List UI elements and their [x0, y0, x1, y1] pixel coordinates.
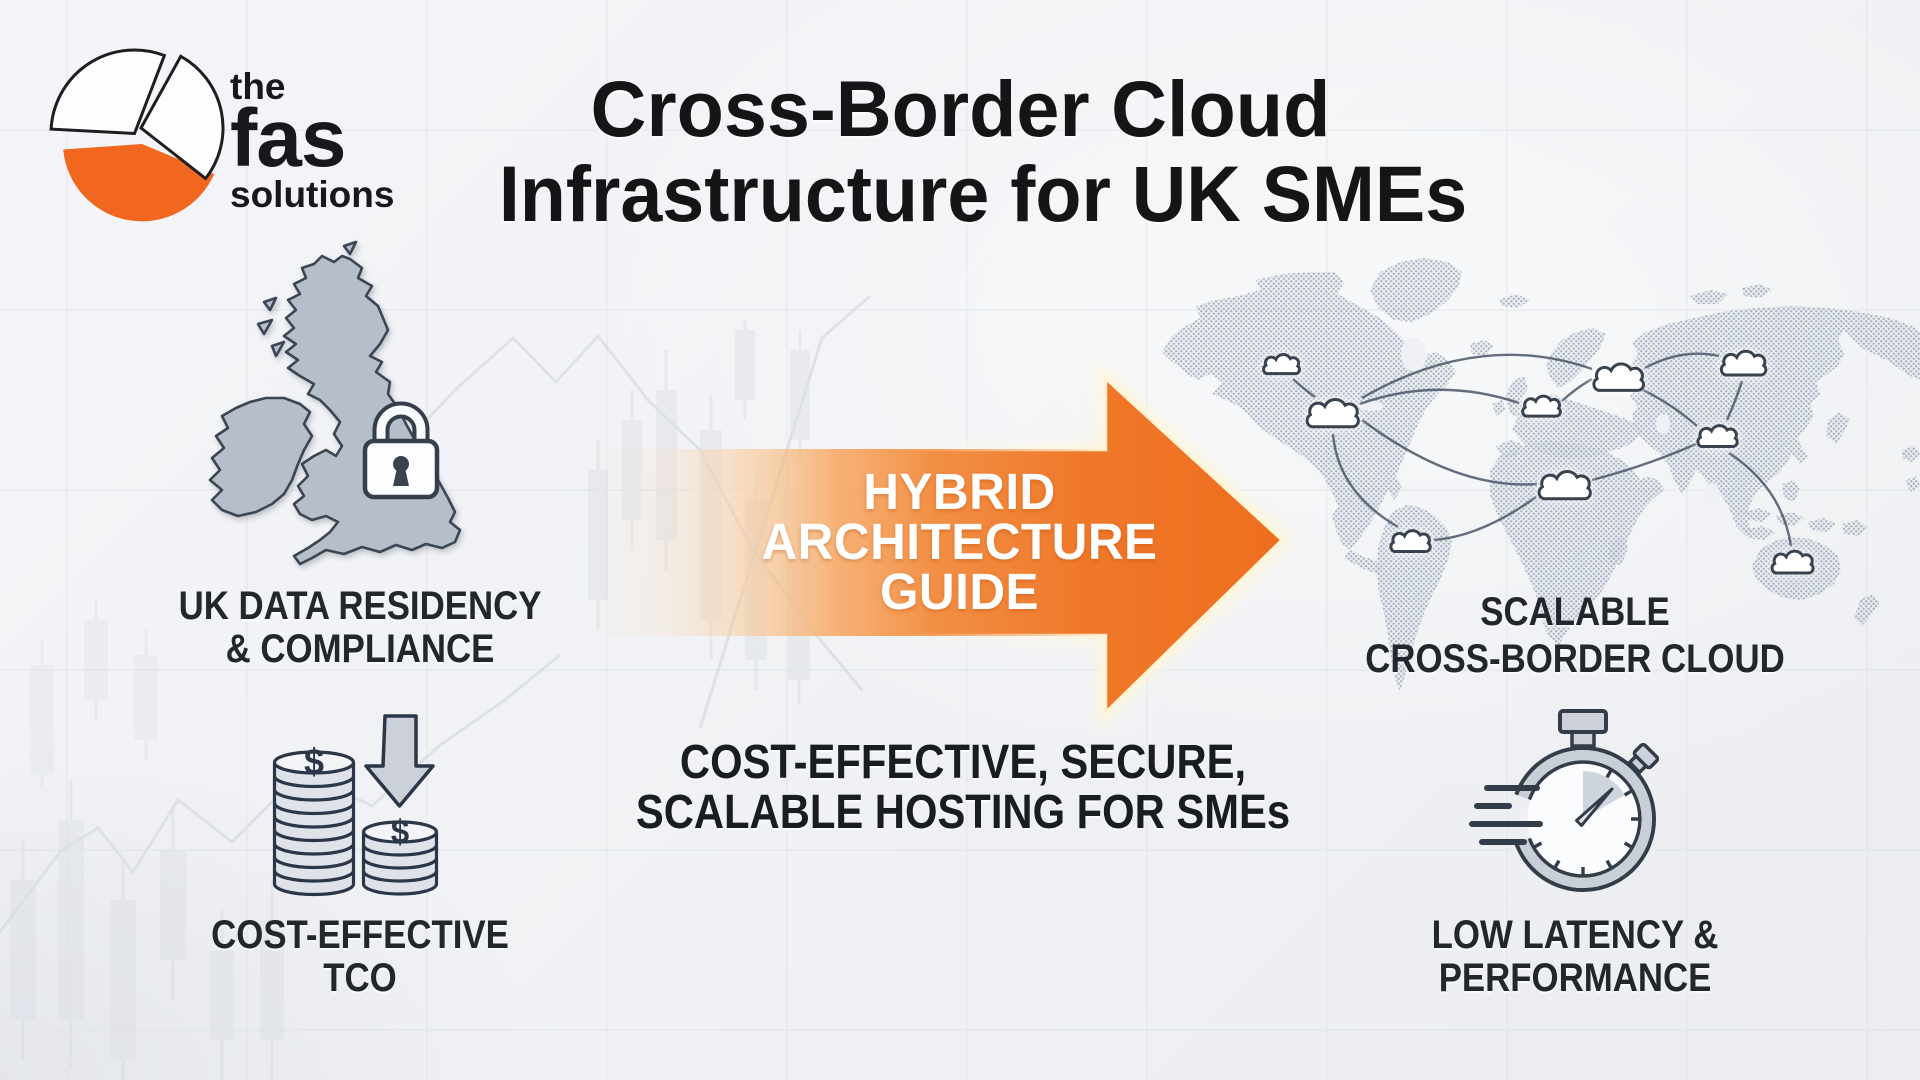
- svg-text:$: $: [391, 813, 409, 850]
- svg-text:$: $: [304, 741, 324, 782]
